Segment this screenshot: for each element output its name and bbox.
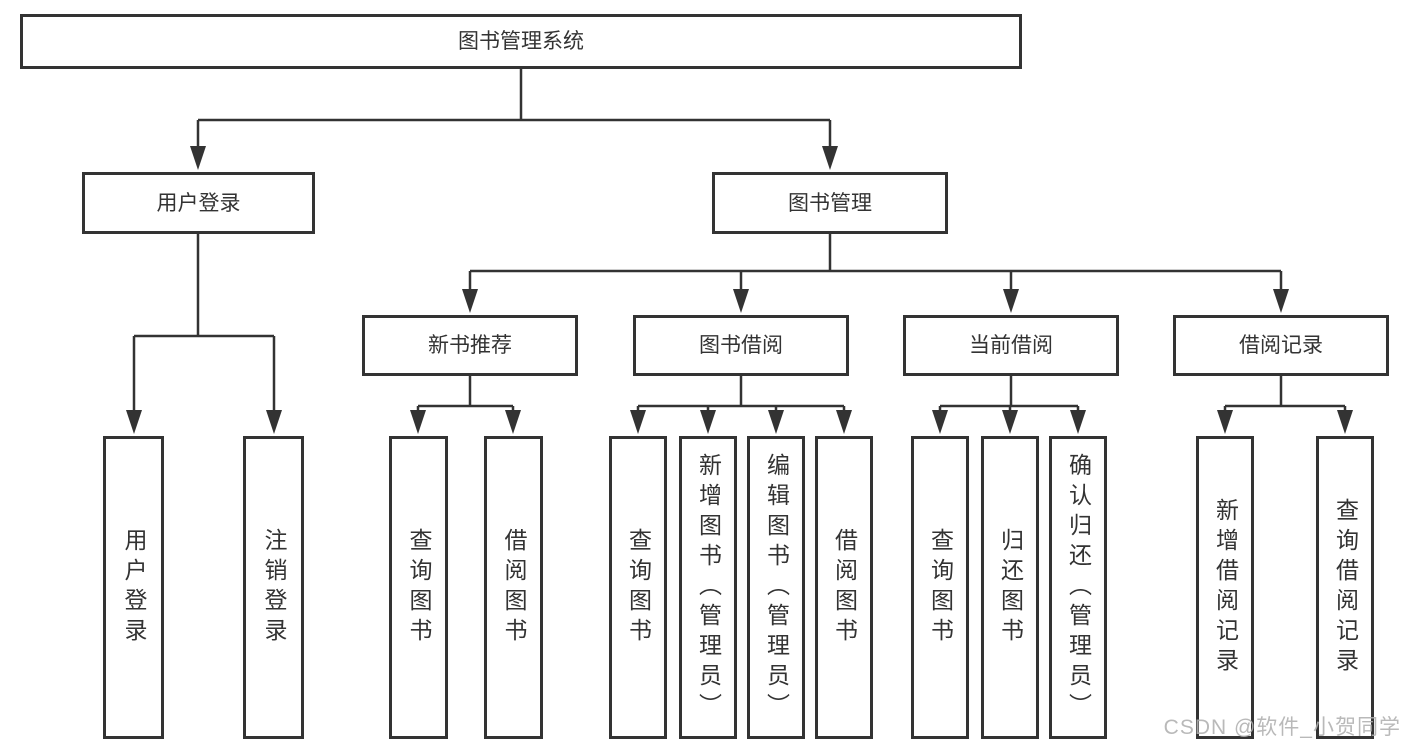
leaf-edit-book-admin: 编辑图书（管理员） bbox=[747, 436, 805, 739]
connector-borrow-records-to-leaves bbox=[1217, 375, 1353, 434]
connector-user-login-to-leaves bbox=[126, 233, 282, 434]
leaf-add-borrow-record: 新增借阅记录 bbox=[1196, 436, 1254, 739]
node-book-management: 图书管理 bbox=[712, 172, 948, 234]
leaf-return-book: 归还图书 bbox=[981, 436, 1039, 739]
csdn-watermark: CSDN @软件_小贺同学 bbox=[1163, 716, 1401, 739]
leaf-logout: 注销登录 bbox=[243, 436, 304, 739]
node-borrow-records: 借阅记录 bbox=[1173, 315, 1389, 376]
leaf-borrow-books-recommend: 借阅图书 bbox=[484, 436, 543, 739]
node-user-login: 用户登录 bbox=[82, 172, 315, 234]
connector-new-book-recommend-to-leaves bbox=[410, 375, 521, 434]
node-book-borrow: 图书借阅 bbox=[633, 315, 849, 376]
connector-root-to-level2 bbox=[190, 68, 838, 170]
node-current-borrow: 当前借阅 bbox=[903, 315, 1119, 376]
leaf-query-borrow-record: 查询借阅记录 bbox=[1316, 436, 1374, 739]
leaf-confirm-return-admin: 确认归还（管理员） bbox=[1049, 436, 1107, 739]
leaf-query-books-recommend: 查询图书 bbox=[389, 436, 448, 739]
connector-book-mgmt-to-level3 bbox=[462, 233, 1289, 313]
node-root-system: 图书管理系统 bbox=[20, 14, 1022, 69]
connector-current-borrow-to-leaves bbox=[932, 375, 1086, 434]
connector-book-borrow-to-leaves bbox=[630, 375, 852, 434]
leaf-borrow-books: 借阅图书 bbox=[815, 436, 873, 739]
node-new-book-recommend: 新书推荐 bbox=[362, 315, 578, 376]
leaf-query-books-current: 查询图书 bbox=[911, 436, 969, 739]
leaf-query-books-borrow: 查询图书 bbox=[609, 436, 667, 739]
leaf-add-book-admin: 新增图书（管理员） bbox=[679, 436, 737, 739]
leaf-user-login: 用户登录 bbox=[103, 436, 164, 739]
